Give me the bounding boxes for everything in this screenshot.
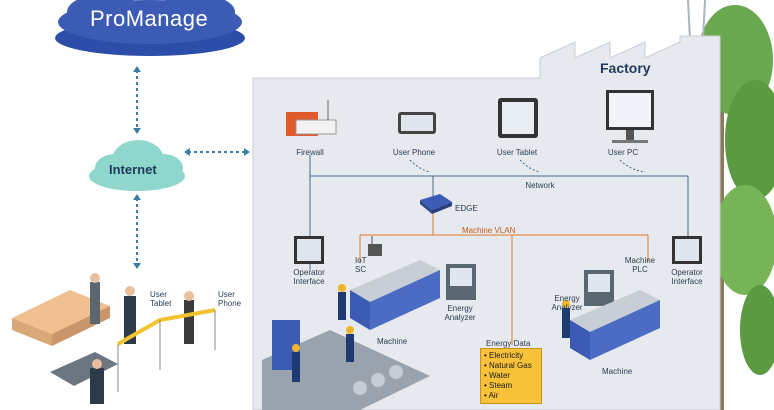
energy-item: • Water bbox=[484, 371, 511, 380]
firewall-icon bbox=[286, 100, 337, 136]
energy-analyzer-right-icon bbox=[584, 270, 614, 306]
user-pc-label: User PC bbox=[607, 148, 639, 157]
promanage-cloud bbox=[55, 0, 245, 56]
operator-interface-right-icon bbox=[672, 236, 702, 264]
machine-right-label: Machine bbox=[602, 367, 633, 376]
vlan-lines bbox=[359, 214, 649, 345]
arrow-heads bbox=[133, 66, 250, 269]
operator-interface-left-icon bbox=[294, 236, 324, 264]
machine-right-illustration bbox=[570, 290, 660, 360]
energy-item: • Steam bbox=[484, 381, 513, 390]
user-pc-icon bbox=[606, 90, 654, 143]
user-phone-label: User Phone bbox=[392, 148, 436, 157]
factory-title: Factory bbox=[600, 60, 651, 76]
dashed-connectors bbox=[136, 70, 246, 265]
energy-analyzer-left-icon bbox=[446, 264, 476, 300]
user-tablet-icon bbox=[498, 98, 538, 138]
energy-item: • Electricity bbox=[484, 351, 524, 360]
energy-item: • Air bbox=[484, 391, 499, 400]
user-phone-icon bbox=[398, 112, 436, 134]
machine-left-illustration bbox=[350, 260, 440, 330]
energy-item: • Natural Gas bbox=[484, 361, 532, 370]
promanage-logo: ProManage bbox=[90, 6, 209, 31]
edge-device-icon bbox=[420, 194, 452, 214]
edge-label: EDGE bbox=[455, 204, 478, 213]
internet-label: Internet bbox=[109, 162, 157, 177]
energy-data-title: Energy Data bbox=[486, 339, 531, 348]
network-label: Network bbox=[525, 181, 555, 190]
machine-left-label: Machine bbox=[377, 337, 408, 346]
machine-vlan-label: Machine VLAN bbox=[462, 226, 516, 235]
iot-device-icon bbox=[368, 236, 382, 256]
lobby-illustration bbox=[12, 273, 216, 404]
energy-data-box: • Electricity • Natural Gas • Water • St… bbox=[480, 348, 542, 404]
trees-illustration bbox=[687, 0, 774, 410]
workers-illustration bbox=[292, 284, 570, 382]
firewall-label: Firewall bbox=[296, 148, 324, 157]
internet-cloud bbox=[89, 140, 185, 191]
user-tablet-label: User Tablet bbox=[496, 148, 538, 157]
